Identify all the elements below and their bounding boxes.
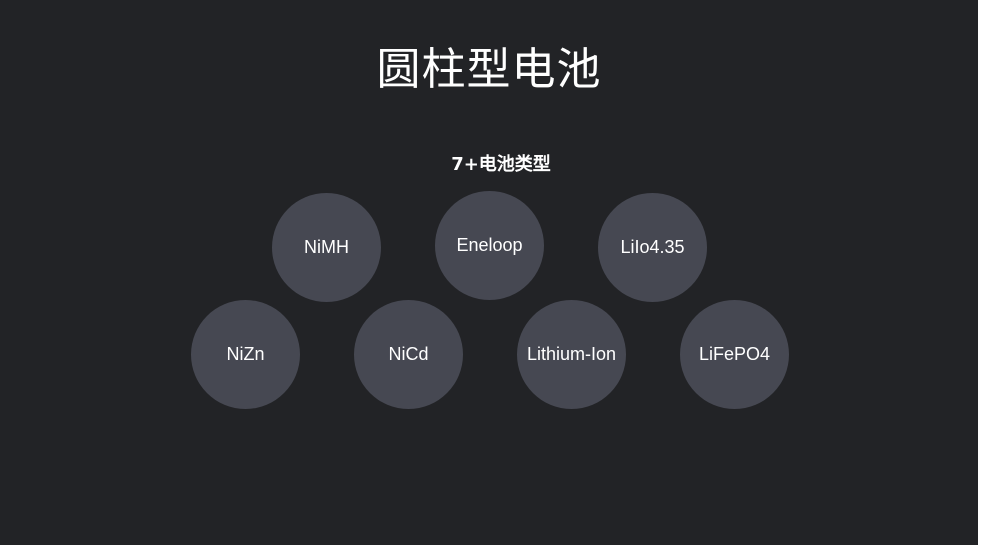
battery-type-lithium-ion: Lithium-Ion bbox=[517, 300, 626, 409]
battery-type-liio435: LiIo4.35 bbox=[598, 193, 707, 302]
battery-type-label: LiFePO4 bbox=[698, 344, 771, 364]
battery-type-label: NiMH bbox=[304, 237, 349, 257]
battery-type-label: NiCd bbox=[388, 344, 429, 364]
battery-type-label: Eneloop bbox=[456, 235, 523, 255]
battery-type-label: LiIo4.35 bbox=[620, 237, 685, 257]
slide-subtitle: 7+电池类型 bbox=[451, 154, 551, 175]
battery-type-lifepo4: LiFePO4 bbox=[680, 300, 789, 409]
battery-type-eneloop: Eneloop bbox=[435, 191, 544, 300]
battery-type-nizn: NiZn bbox=[191, 300, 300, 409]
battery-type-label: NiZn bbox=[226, 344, 265, 364]
battery-type-nimh: NiMH bbox=[272, 193, 381, 302]
slide-title: 圆柱型电池 bbox=[376, 44, 602, 95]
battery-type-label: Lithium-Ion bbox=[526, 344, 617, 364]
battery-type-nicd: NiCd bbox=[354, 300, 463, 409]
